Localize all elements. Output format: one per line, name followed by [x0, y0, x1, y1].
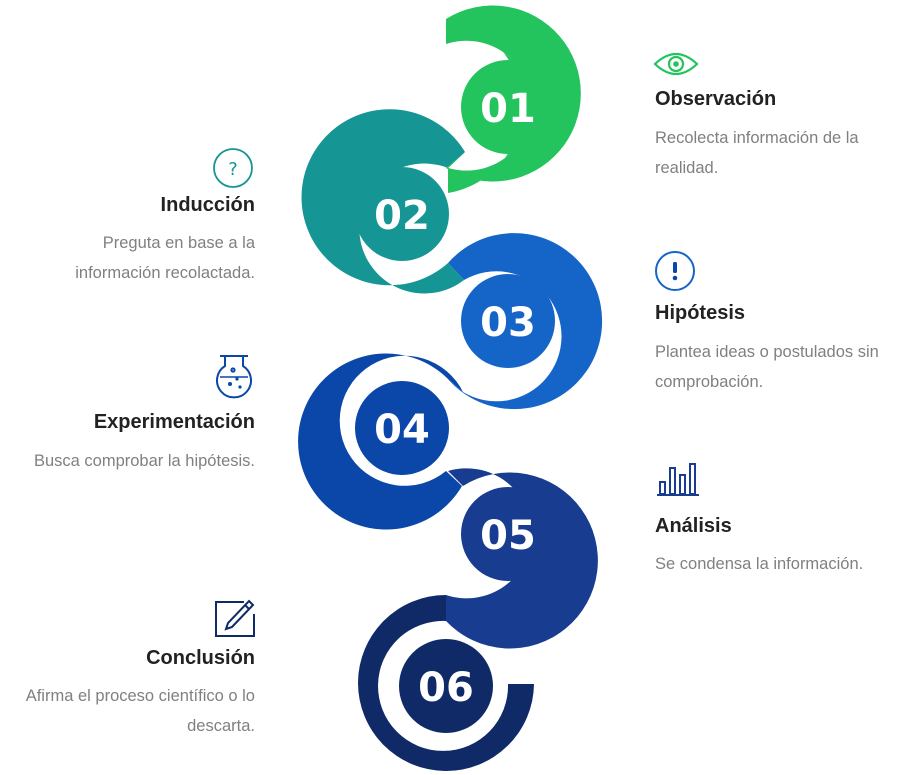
- step-01-title: Observación: [655, 88, 777, 110]
- step-06-circle: [399, 639, 493, 733]
- step-03-description: Plantea ideas o postulados sin comprobac…: [655, 343, 879, 391]
- step-01-circle: [461, 60, 555, 154]
- step-05-title: Análisis: [655, 515, 732, 537]
- step-05-circle: [461, 487, 555, 581]
- step-04-description: Busca comprobar la hipótesis.: [33, 452, 255, 470]
- step-03-title: Hipótesis: [655, 302, 746, 324]
- ring-01: [446, 5, 581, 182]
- edit-icon: [215, 599, 255, 637]
- step-05-number: 05: [480, 513, 536, 559]
- ring-04: [298, 353, 463, 530]
- step-04-title: Experimentación: [93, 411, 255, 433]
- ring-05: [446, 468, 598, 649]
- step-06-description: Afirma el proceso científico o lo descar…: [25, 687, 255, 735]
- step-01-number: 01: [480, 86, 536, 132]
- step-02-circle: [355, 167, 449, 261]
- ring-03: [447, 233, 603, 410]
- ring-01-cap: [446, 19, 532, 193]
- flask-icon: [216, 355, 252, 399]
- step-02-number: 02: [374, 193, 430, 239]
- step-02-title: Inducción: [160, 194, 255, 216]
- step-04-number: 04: [374, 407, 430, 453]
- step-03-circle: [461, 274, 555, 368]
- step-05-description: Se condensa la información.: [655, 555, 864, 573]
- step-06-number: 06: [418, 665, 474, 711]
- svg-text:?: ?: [228, 159, 238, 180]
- bar-chart-icon: [657, 463, 699, 496]
- exclamation-icon: [655, 251, 695, 291]
- question-icon: ?: [213, 148, 253, 188]
- step-04-circle: [355, 381, 449, 475]
- step-01-description: Recolecta información de la realidad.: [655, 129, 859, 177]
- step-02-description: Preguta en base a la información recolac…: [75, 234, 255, 282]
- step-06-title: Conclusión: [146, 647, 255, 669]
- step-03-number: 03: [480, 300, 536, 346]
- eye-icon: [653, 52, 699, 76]
- ring-02: [301, 109, 465, 294]
